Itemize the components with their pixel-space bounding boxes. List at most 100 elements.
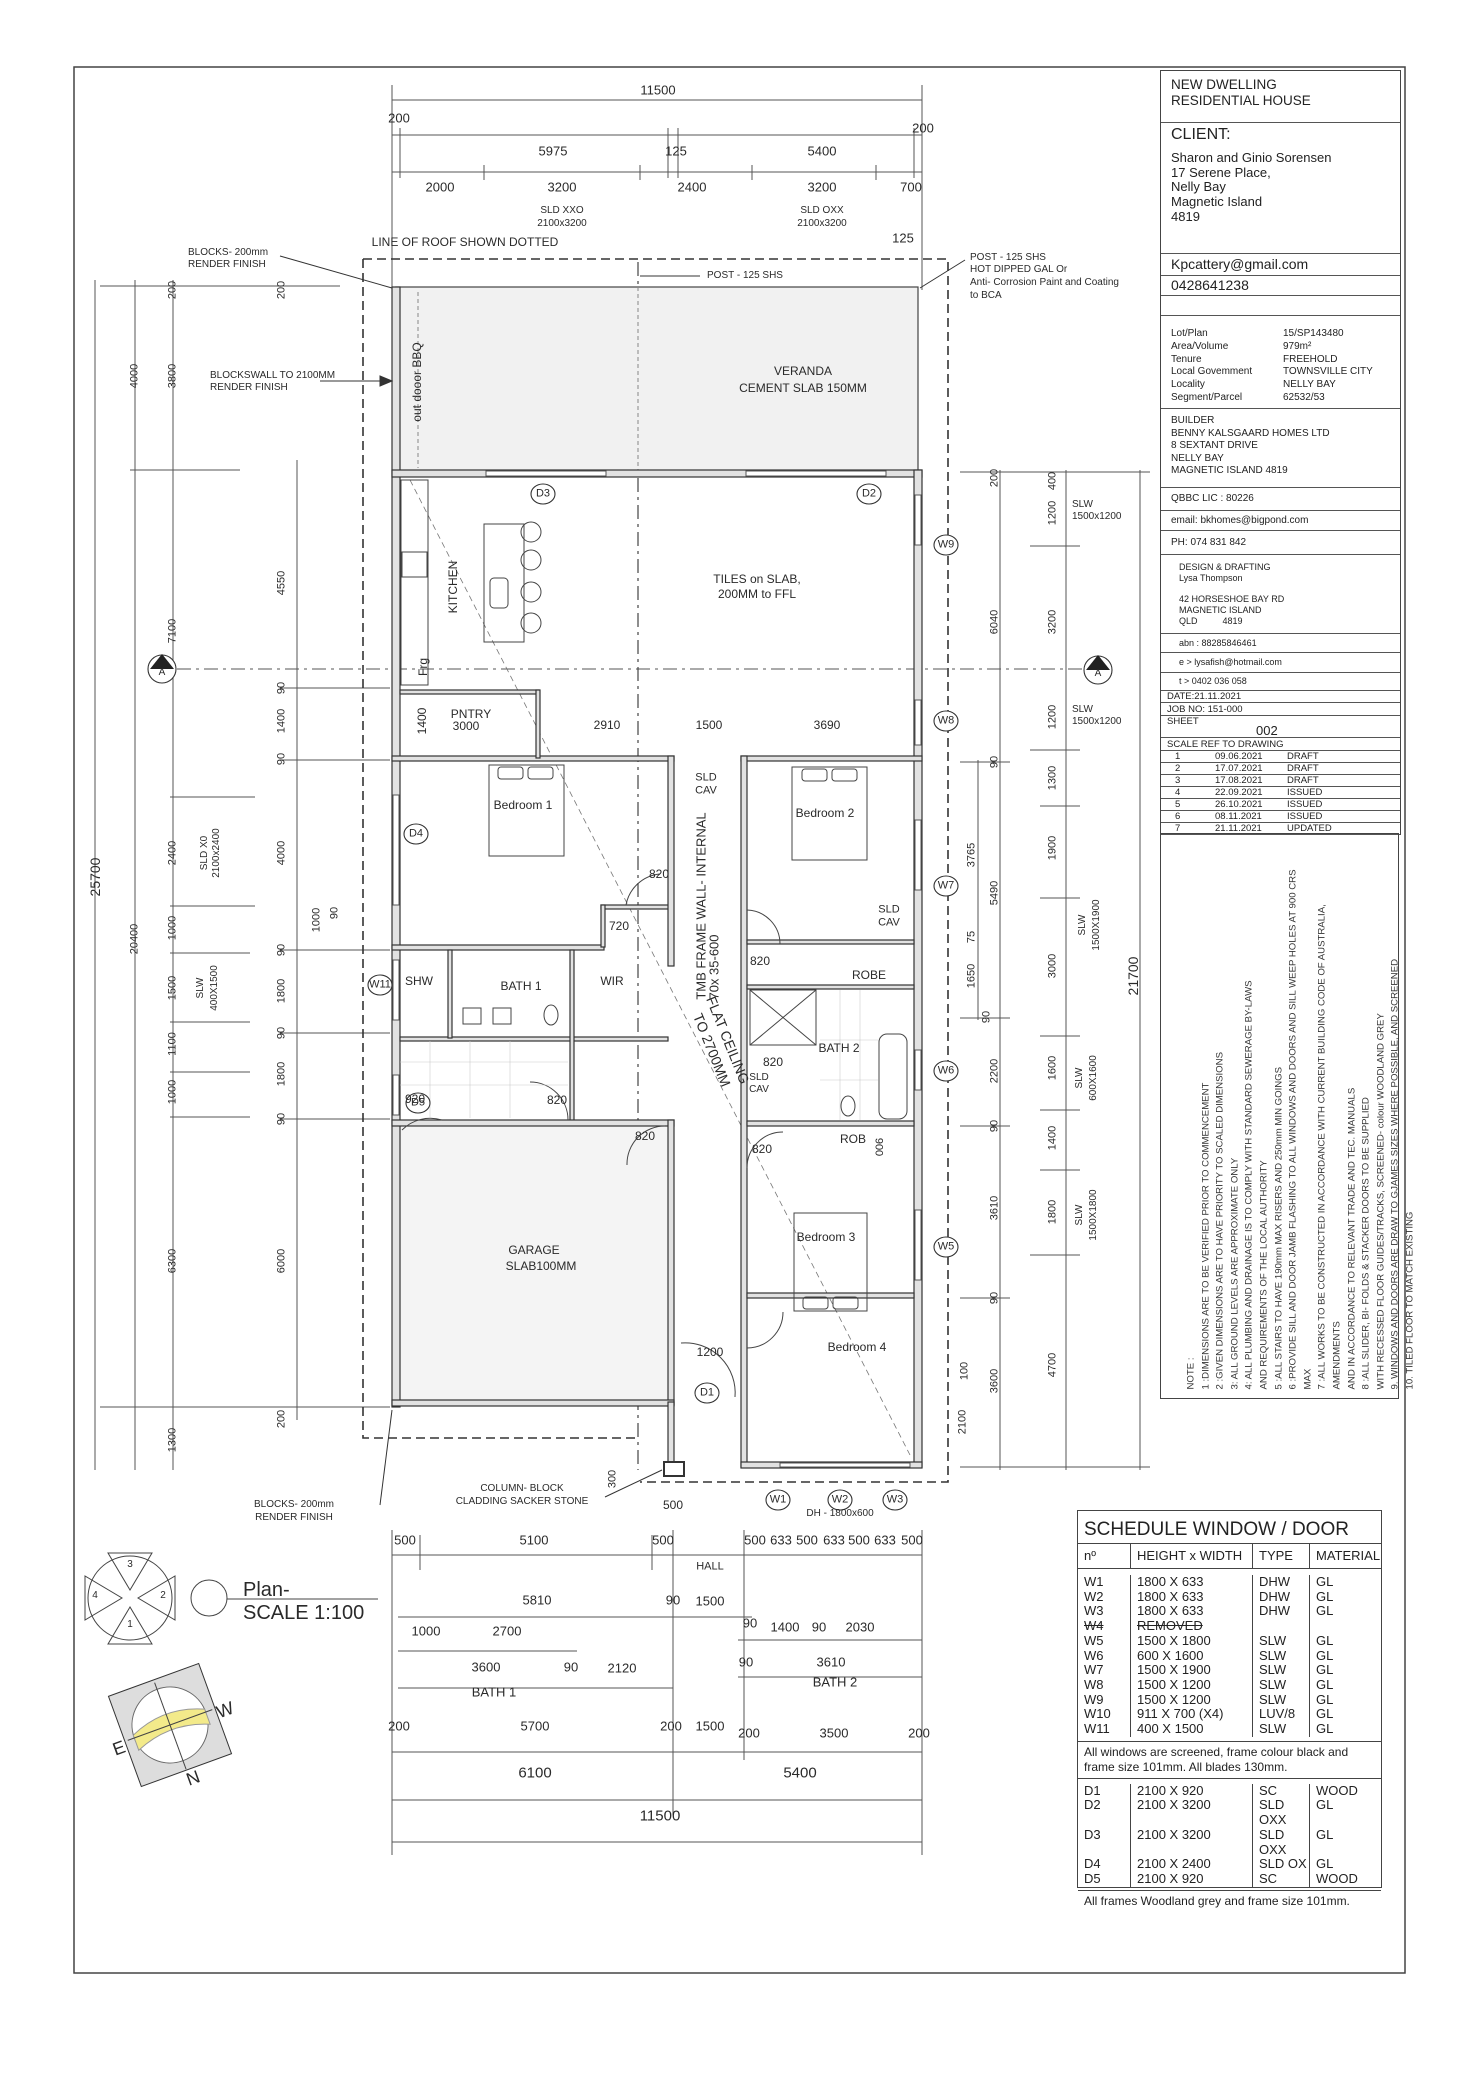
tag-label: W3 bbox=[886, 1493, 904, 1506]
window-label: SLW bbox=[1072, 704, 1093, 715]
dimension-label: 90 bbox=[275, 1112, 288, 1126]
callout: Anti- Corrosion Paint and Coating bbox=[970, 277, 1119, 288]
lot-value: 62532/53 bbox=[1283, 391, 1325, 403]
dimension-label: 3765 bbox=[965, 842, 978, 868]
dimension-label: 2100 bbox=[956, 1409, 969, 1435]
wall-note: 70x 35-600 bbox=[706, 934, 722, 1000]
revision-status: DRAFT bbox=[1287, 751, 1319, 762]
builder-email: email: bkhomes@bigpond.com bbox=[1161, 511, 1400, 531]
revision-date: 26.10.2021 bbox=[1215, 799, 1263, 810]
dimension-label: 2400 bbox=[166, 840, 179, 866]
window-label: 2100x3200 bbox=[797, 218, 847, 229]
note-item: WITH RECESSED FLOOR GUIDES/TRACKS, SCREE… bbox=[1375, 1013, 1387, 1390]
builder-phone: PH: 074 831 842 bbox=[1161, 531, 1400, 555]
room-label: GARAGE bbox=[508, 1243, 560, 1257]
revision-n: 3 bbox=[1175, 775, 1181, 786]
dimension-label: 200 bbox=[275, 1409, 288, 1429]
callout: RENDER FINISH bbox=[255, 1512, 333, 1523]
tile-pattern bbox=[400, 990, 878, 1120]
tag-label: W11 bbox=[369, 978, 391, 991]
schedule-cell: D5 bbox=[1078, 1871, 1131, 1887]
dimension-label: 200 bbox=[660, 1718, 682, 1734]
dimension-label: 1200 bbox=[1046, 704, 1059, 730]
note-item: 3: ALL GROUND LEVELS ARE APPROXIMATE ONL… bbox=[1229, 1157, 1241, 1390]
note-item: 10. TILED FLOOR TO MATCH EXISTING bbox=[1404, 1211, 1416, 1390]
veranda-slab bbox=[395, 286, 919, 474]
dimension-label: 1600 bbox=[1046, 1055, 1059, 1081]
schedule-cell bbox=[1253, 1619, 1310, 1634]
schedule-cell: W2 bbox=[1078, 1589, 1131, 1605]
room-label: Bedroom 2 bbox=[795, 806, 855, 820]
notes-heading: NOTE : bbox=[1185, 1357, 1197, 1390]
dimension-label: 200 bbox=[738, 1725, 760, 1741]
window-label: 1500X1800 bbox=[1088, 1189, 1099, 1241]
schedule-cell bbox=[1310, 1619, 1381, 1634]
revision-date: 17.08.2021 bbox=[1215, 775, 1263, 786]
schedule-cell: GL bbox=[1316, 1691, 1334, 1707]
schedule-cell: W11 bbox=[1078, 1721, 1131, 1737]
dimension-label: 90 bbox=[275, 1026, 288, 1040]
general-notes: NOTE : 1 :DIMENSIONS ARE TO BE VERIFIED … bbox=[1181, 841, 1416, 1396]
room-label: HALL bbox=[696, 1560, 724, 1573]
schedule-cell: DHW bbox=[1253, 1574, 1310, 1590]
schedule-cell: 1500 X 1200 bbox=[1131, 1692, 1253, 1708]
window-door-schedule: SCHEDULE WINDOW / DOOR nº HEIGHT x WIDTH… bbox=[1077, 1510, 1382, 1908]
dimension-label: 1200 bbox=[1046, 500, 1059, 526]
page-frame bbox=[73, 66, 1406, 1974]
door-size: 1200 bbox=[696, 1345, 724, 1359]
window-label: SLD OXX bbox=[800, 205, 844, 216]
schedule-cell: GL bbox=[1316, 1647, 1334, 1663]
dimension-label: 2200 bbox=[988, 1058, 1001, 1084]
window-label: 1500x1200 bbox=[1072, 511, 1122, 522]
room-label: Bedroom 4 bbox=[827, 1340, 887, 1354]
callout: CLADDING SACKER STONE bbox=[455, 1496, 589, 1507]
dimension-label: 1400 bbox=[1046, 1125, 1059, 1151]
revision-status: ISSUED bbox=[1287, 787, 1323, 798]
dimension-label: 3800 bbox=[166, 363, 179, 389]
roof-line-note: LINE OF ROOF SHOWN DOTTED bbox=[371, 235, 559, 249]
schedule-cell: WOOD bbox=[1316, 1782, 1358, 1798]
revision-status: ISSUED bbox=[1287, 799, 1323, 810]
dimension-label: 6000 bbox=[275, 1248, 288, 1274]
dimension-label: 1000 bbox=[166, 915, 179, 941]
dimension-label: 6300 bbox=[166, 1248, 179, 1274]
note-item: 9. WINDOWS AND DOORS ARE DRAW TO GJAMES … bbox=[1389, 958, 1401, 1390]
dimension-label: 1000 bbox=[166, 1079, 179, 1105]
revision-status: DRAFT bbox=[1287, 775, 1319, 786]
dimension-label: BATH 2 bbox=[812, 1674, 858, 1690]
note-item: AMENDMENTS bbox=[1331, 1321, 1343, 1390]
schedule-cell: 2100 X 920 bbox=[1131, 1783, 1253, 1799]
schedule-cell: LUV/8 bbox=[1253, 1707, 1310, 1723]
window-label: 2100x2400 bbox=[211, 828, 222, 878]
dimension-label: 5100 bbox=[519, 1532, 549, 1548]
schedule-cell: REMOVED bbox=[1131, 1618, 1253, 1634]
room-label: KITCHEN bbox=[446, 560, 460, 614]
door-size: 900 bbox=[872, 1137, 885, 1157]
dimension-label: 2030 bbox=[845, 1619, 875, 1635]
tag-label: D4 bbox=[408, 827, 424, 840]
dimension-label: 3610 bbox=[988, 1195, 1001, 1221]
dimension-label: 500 bbox=[652, 1532, 674, 1548]
dimension-label: 90 bbox=[275, 943, 288, 957]
job-number: JOB NO: 151-000 bbox=[1161, 703, 1400, 716]
window-label: 2100x3200 bbox=[537, 218, 587, 229]
revision-status: ISSUED bbox=[1287, 811, 1323, 822]
dimension-label: 125 bbox=[665, 143, 687, 159]
schedule-cell: W3 bbox=[1078, 1604, 1131, 1620]
dimension-label: 1500 bbox=[166, 975, 179, 1001]
schedule-cell: W5 bbox=[1078, 1633, 1131, 1649]
dimension-label: 3500 bbox=[819, 1725, 849, 1741]
room-label: WIR bbox=[600, 974, 624, 988]
dimension-label: 1300 bbox=[166, 1427, 179, 1453]
callout: POST - 125 SHS bbox=[707, 270, 783, 281]
dimension-label: 3600 bbox=[471, 1659, 501, 1675]
note-item: 6 :PROVIDE SILL AND DOOR JAMB FLASHING T… bbox=[1287, 869, 1299, 1390]
door-label: CAV bbox=[695, 784, 717, 797]
note-item: 8 :ALL SLIDER, BI- FOLDS & STACKER DOORS… bbox=[1360, 1097, 1372, 1390]
